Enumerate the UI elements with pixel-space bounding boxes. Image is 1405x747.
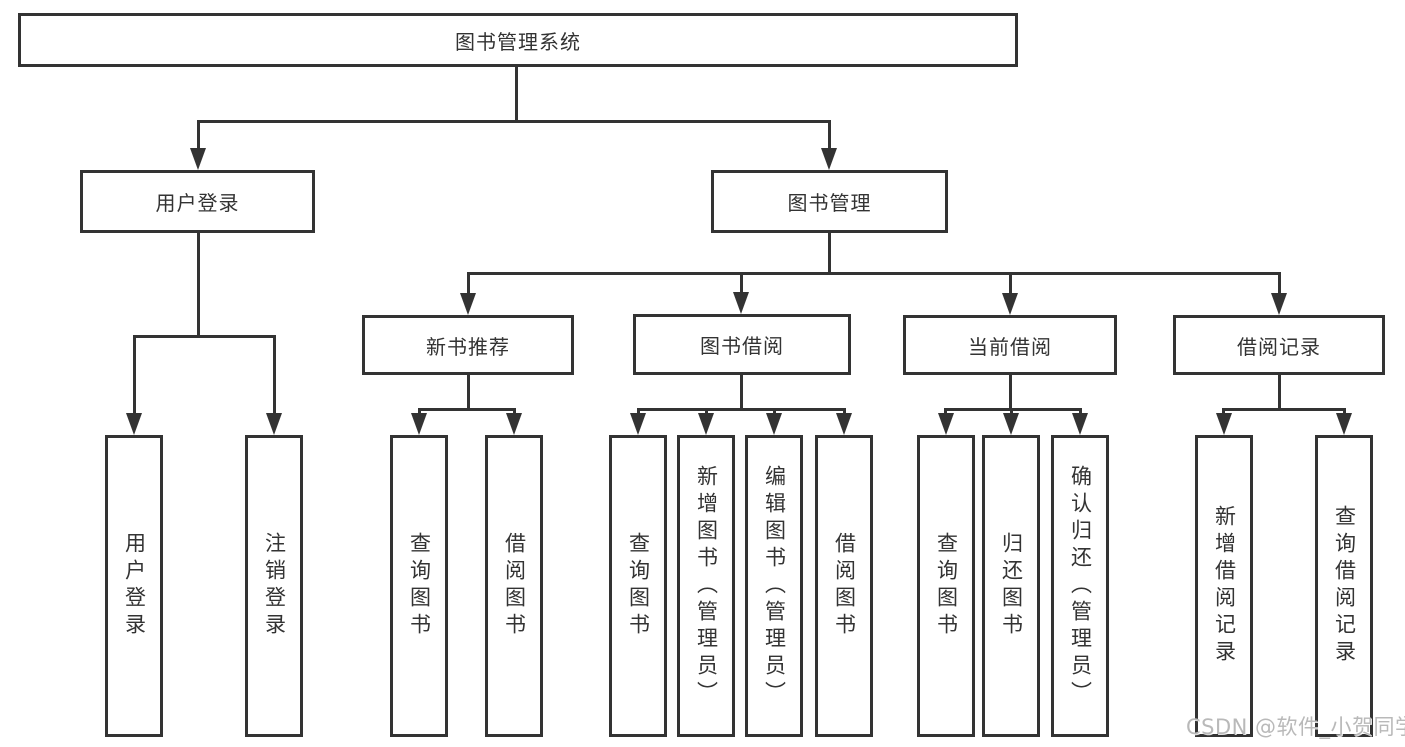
leaf-borrow-books-recommend: 借阅图书	[485, 435, 543, 737]
leaf-confirm-return-admin: 确认归还（管理员）	[1051, 435, 1109, 737]
arrowhead-icon	[460, 293, 476, 315]
connector-drop	[843, 408, 846, 416]
connector-drop	[773, 408, 776, 416]
leaf-query-books-current: 查询图书	[917, 435, 975, 737]
leaf-add-books-admin: 新增图书（管理员）	[677, 435, 735, 737]
connector-drop	[418, 408, 421, 416]
arrowhead-icon	[821, 148, 837, 170]
connector-rail-user-login	[133, 335, 276, 338]
leaf-label: 借阅图书	[502, 532, 527, 640]
arrowhead-icon	[190, 148, 206, 170]
connector-rail-level2	[197, 120, 831, 123]
leaf-add-borrow-record: 新增借阅记录	[1195, 435, 1253, 737]
connector-stem-current	[1009, 375, 1012, 410]
leaf-label: 借阅图书	[832, 532, 857, 640]
leaf-label: 新增借阅记录	[1212, 505, 1237, 667]
connector-drop	[944, 408, 947, 416]
node-user-login: 用户登录	[80, 170, 315, 233]
arrowhead-icon	[698, 413, 714, 435]
connector-stem-root	[515, 67, 518, 121]
leaf-label: 归还图书	[999, 532, 1024, 640]
connector-rail-records	[1222, 408, 1346, 411]
connector-drop	[1222, 408, 1225, 416]
connector-drop-book-mgmt	[828, 120, 831, 150]
csdn-watermark: CSDN @软件_小贺同学	[1186, 715, 1405, 739]
leaf-label: 查询借阅记录	[1332, 505, 1357, 667]
connector-drop	[1343, 408, 1346, 416]
arrowhead-icon	[1216, 413, 1232, 435]
connector-drop	[1079, 408, 1082, 416]
leaf-label: 编辑图书（管理员）	[762, 464, 787, 708]
arrowhead-icon	[1271, 293, 1287, 315]
connector-drop	[467, 272, 470, 295]
leaf-label: 查询图书	[407, 532, 432, 640]
connector-drop	[513, 408, 516, 416]
leaf-user-login: 用户登录	[105, 435, 163, 737]
connector-drop	[1010, 408, 1013, 416]
leaf-edit-books-admin: 编辑图书（管理员）	[745, 435, 803, 737]
node-borrowing-records: 借阅记录	[1173, 315, 1385, 375]
arrowhead-icon	[938, 413, 954, 435]
node-new-book-recommendation: 新书推荐	[362, 315, 574, 375]
arrowhead-icon	[733, 292, 749, 314]
connector-drop	[1278, 272, 1281, 295]
connector-stem-user-login	[197, 233, 200, 337]
arrowhead-icon	[411, 413, 427, 435]
arrowhead-icon	[1336, 413, 1352, 435]
connector-drop-user-login	[197, 120, 200, 150]
connector-drop	[1009, 272, 1012, 295]
connector-drop	[740, 272, 743, 295]
node-book-management: 图书管理	[711, 170, 948, 233]
leaf-return-books: 归还图书	[982, 435, 1040, 737]
node-root-library-system: 图书管理系统	[18, 13, 1018, 67]
arrowhead-icon	[1072, 413, 1088, 435]
connector-stem-book-mgmt	[828, 233, 831, 274]
arrowhead-icon	[836, 413, 852, 435]
connector-rail-level3	[467, 272, 1281, 275]
leaf-query-books-recommend: 查询图书	[390, 435, 448, 737]
arrowhead-icon	[126, 413, 142, 435]
connector-drop	[133, 335, 136, 415]
leaf-logout: 注销登录	[245, 435, 303, 737]
leaf-label: 用户登录	[122, 532, 147, 640]
leaf-query-books-borrow: 查询图书	[609, 435, 667, 737]
leaf-label: 查询图书	[934, 532, 959, 640]
connector-drop	[273, 335, 276, 415]
leaf-borrow-books: 借阅图书	[815, 435, 873, 737]
leaf-label: 查询图书	[626, 532, 651, 640]
connector-drop	[637, 408, 640, 416]
arrowhead-icon	[506, 413, 522, 435]
arrowhead-icon	[266, 413, 282, 435]
connector-rail-borrow	[637, 408, 845, 411]
arrowhead-icon	[1003, 413, 1019, 435]
leaf-label: 确认归还（管理员）	[1068, 464, 1093, 708]
connector-stem-records	[1278, 375, 1281, 410]
connector-rail-new-books	[418, 408, 516, 411]
leaf-label: 新增图书（管理员）	[694, 464, 719, 708]
connector-rail-current	[944, 408, 1082, 411]
arrowhead-icon	[1002, 293, 1018, 315]
connector-stem-borrow	[740, 375, 743, 410]
node-book-borrowing: 图书借阅	[633, 314, 851, 375]
leaf-query-borrow-record: 查询借阅记录	[1315, 435, 1373, 737]
connector-stem-new-books	[467, 375, 470, 410]
leaf-label: 注销登录	[262, 532, 287, 640]
connector-drop	[705, 408, 708, 416]
node-current-borrowing: 当前借阅	[903, 315, 1117, 375]
arrowhead-icon	[766, 413, 782, 435]
arrowhead-icon	[630, 413, 646, 435]
